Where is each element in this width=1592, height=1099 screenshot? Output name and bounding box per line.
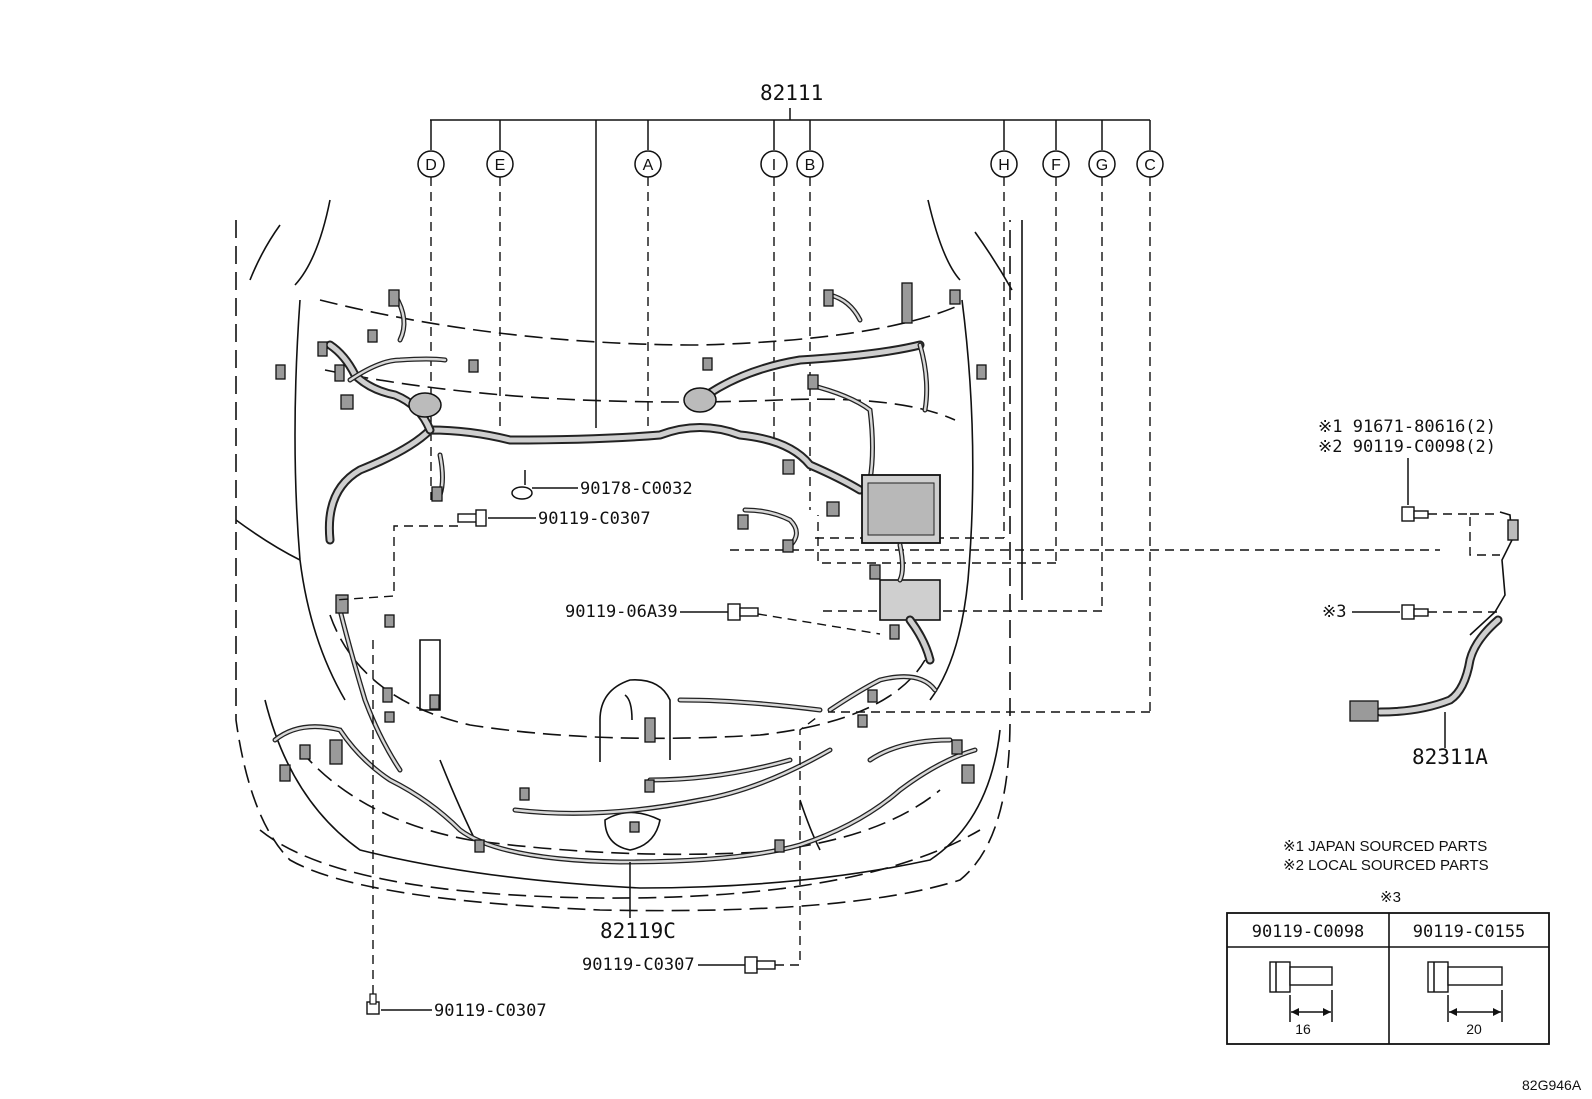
callout-f: F: [1042, 150, 1070, 178]
callout-b-letter: B: [805, 157, 816, 174]
table-col2-part: 90119-C0155: [1413, 922, 1526, 942]
connectors: [275, 282, 987, 853]
note3-ref-label: ※3: [1322, 602, 1346, 622]
bolt-20-length: 20: [1466, 1021, 1482, 1037]
bolt-16-drawing: 16: [1269, 961, 1333, 1037]
callout-a-letter: A: [643, 157, 654, 174]
callout-a: A: [634, 150, 662, 178]
sensor-harness-assembly: ※1 91671-80616(2) ※2 90119-C0098(2) ※3 8…: [1318, 417, 1519, 769]
drawing-code: 82G946A: [1522, 1077, 1582, 1093]
callout-c: C: [1136, 150, 1164, 178]
callout-b: B: [796, 150, 824, 178]
callout-bolt-lower-left: 90119-C0307: [366, 640, 547, 1021]
callout-e: E: [486, 150, 514, 178]
bolt-20-drawing: 20: [1427, 961, 1503, 1037]
legend-line-2: ※2 LOCAL SOURCED PARTS: [1283, 857, 1489, 874]
sensor-harness-label: 82311A: [1412, 745, 1488, 769]
callout-e-letter: E: [495, 157, 506, 174]
callout-d-letter: D: [425, 157, 437, 174]
part-bolt-lower-right-label: 90119-C0307: [582, 955, 695, 975]
callout-leaders: [430, 177, 1440, 713]
main-harness-wiring: [324, 292, 941, 665]
vehicle-body: [235, 199, 1023, 912]
callout-h: H: [990, 150, 1018, 178]
part-90178-c0032-label: 90178-C0032: [580, 479, 693, 499]
part-bolt-upper-label: 90119-C0307: [538, 509, 651, 529]
callout-f-letter: F: [1051, 157, 1061, 174]
front-harness-label: 82119C: [600, 919, 676, 943]
main-harness-label: 82111: [760, 81, 823, 105]
callout-c-letter: C: [1144, 157, 1156, 174]
callout-h-letter: H: [998, 157, 1010, 174]
note2-part-label: ※2 90119-C0098(2): [1318, 437, 1496, 457]
callout-g: G: [1088, 150, 1116, 178]
legend-line-1: ※1 JAPAN SOURCED PARTS: [1283, 838, 1487, 855]
front-harness-callout: 82119C: [600, 862, 676, 943]
callout-bolt-mid: 90119-06A39: [565, 602, 881, 635]
part-bolt-mid-label: 90119-06A39: [565, 602, 678, 622]
bolt-16-length: 16: [1295, 1021, 1311, 1037]
callout-i: I: [760, 150, 788, 178]
callout-d: D: [417, 150, 445, 178]
callout-90178-c0032: 90178-C0032: [511, 470, 693, 500]
callout-bolt-lower-right: 90119-C0307: [582, 714, 821, 975]
callout-circles: D E A I B H F G: [417, 150, 1164, 178]
legend-table-title: ※3: [1380, 889, 1401, 906]
bolt-spec-table: 90119-C0098 90119-C0155 16 20: [1226, 912, 1550, 1045]
part-bolt-lower-left-label: 90119-C0307: [434, 1001, 547, 1021]
callout-g-letter: G: [1096, 157, 1108, 174]
front-harness-wiring: [272, 607, 978, 865]
callout-i-letter: I: [772, 157, 776, 174]
note1-part-label: ※1 91671-80616(2): [1318, 417, 1496, 437]
legend: ※1 JAPAN SOURCED PARTS ※2 LOCAL SOURCED …: [1283, 838, 1489, 906]
table-col1-part: 90119-C0098: [1252, 922, 1365, 942]
main-harness-callout: 82111: [430, 81, 1151, 428]
callout-bolt-upper: 90119-C0307: [334, 509, 651, 601]
